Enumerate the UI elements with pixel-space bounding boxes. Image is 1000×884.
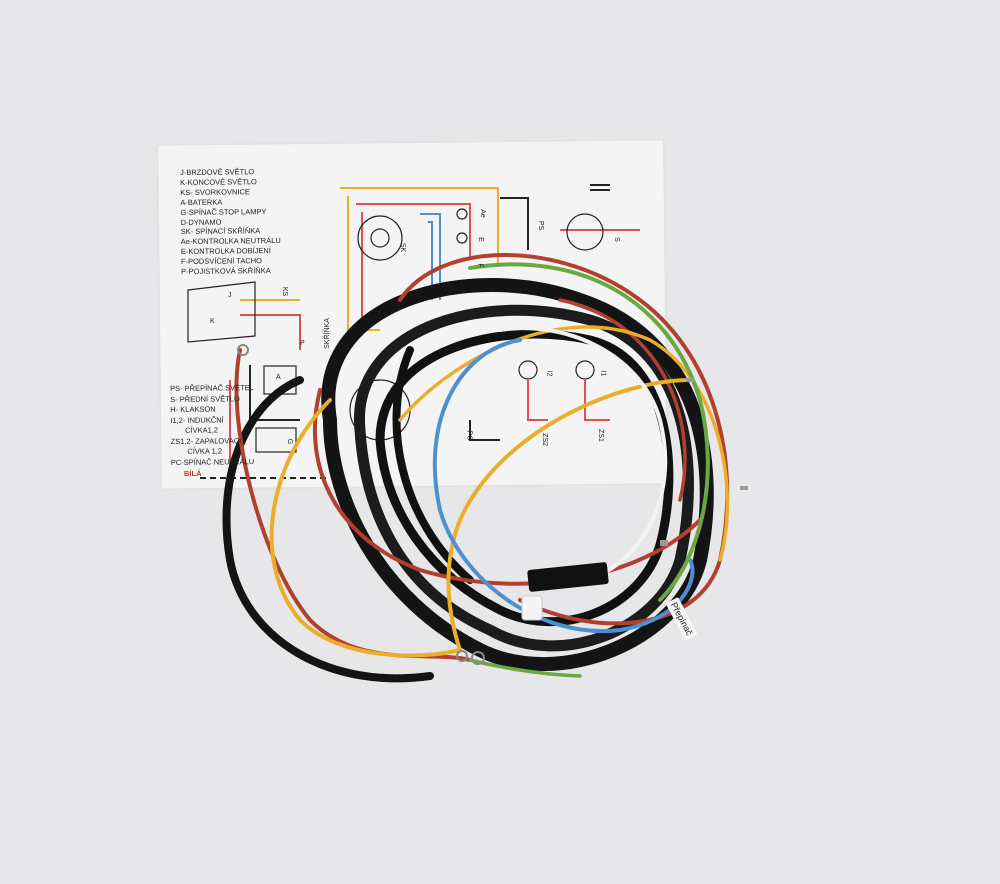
label-ks: KS <box>281 286 289 297</box>
diagram-symbols <box>187 208 604 453</box>
wire-black <box>222 376 434 683</box>
white-wire-label: BÍLÁ <box>184 469 202 478</box>
ring-terminal <box>456 650 468 662</box>
wire-red <box>398 253 730 626</box>
wire-black <box>321 278 714 671</box>
wire-red <box>558 298 687 502</box>
legend-line: E-KONTROLKA DOBÍJENÍ <box>180 246 271 257</box>
label-sk: SK <box>399 242 407 253</box>
wire-green <box>468 262 710 602</box>
wire-black <box>375 329 674 627</box>
spade-terminal <box>660 540 668 546</box>
ring-terminal <box>237 344 249 356</box>
label-zs1: ZS1 <box>596 429 604 442</box>
legend-line: PS- PŘEPÍNAČ SVĚTEL <box>170 383 254 393</box>
wire-red <box>312 388 702 586</box>
label-a: A <box>276 374 281 381</box>
label-j: J <box>228 292 232 299</box>
label-g: G <box>286 438 294 445</box>
wire-harness <box>222 253 730 683</box>
label-p: P <box>300 340 305 347</box>
label-f: F <box>476 263 484 268</box>
wire-black <box>354 304 694 652</box>
wire-yellow <box>398 325 730 562</box>
legend-line: G-SPÍNAČ STOP LAMPY <box>180 206 267 217</box>
connector-block <box>527 562 609 592</box>
connectors <box>237 344 748 665</box>
label-skrinka: SKŘÍŇKA <box>323 318 331 349</box>
wire-black <box>392 346 474 584</box>
label-i2: I2 <box>545 370 553 377</box>
label-e: E <box>476 237 484 242</box>
wire-yellow <box>269 398 462 658</box>
connector-white <box>521 595 543 621</box>
legend-line: PC-SPÍNAČ NEUTRÁLU <box>170 456 255 467</box>
label-zs2: ZS2 <box>540 433 548 446</box>
spade-terminal <box>686 378 694 382</box>
wire-white <box>498 326 668 582</box>
label-k: K <box>210 318 215 325</box>
label-ae: Ae <box>478 209 486 218</box>
label-ps: PS <box>537 220 545 231</box>
label-i1: I1 <box>599 370 607 377</box>
ring-terminal <box>471 651 485 665</box>
wire-yellow <box>446 378 692 652</box>
spade-terminal <box>740 486 748 490</box>
label-pc: PC <box>465 430 473 441</box>
diagram-lines <box>200 184 640 479</box>
legend-line: P-POJISTKOVÁ SKŘÍŇKA <box>181 266 271 277</box>
label-s: S <box>612 237 620 242</box>
